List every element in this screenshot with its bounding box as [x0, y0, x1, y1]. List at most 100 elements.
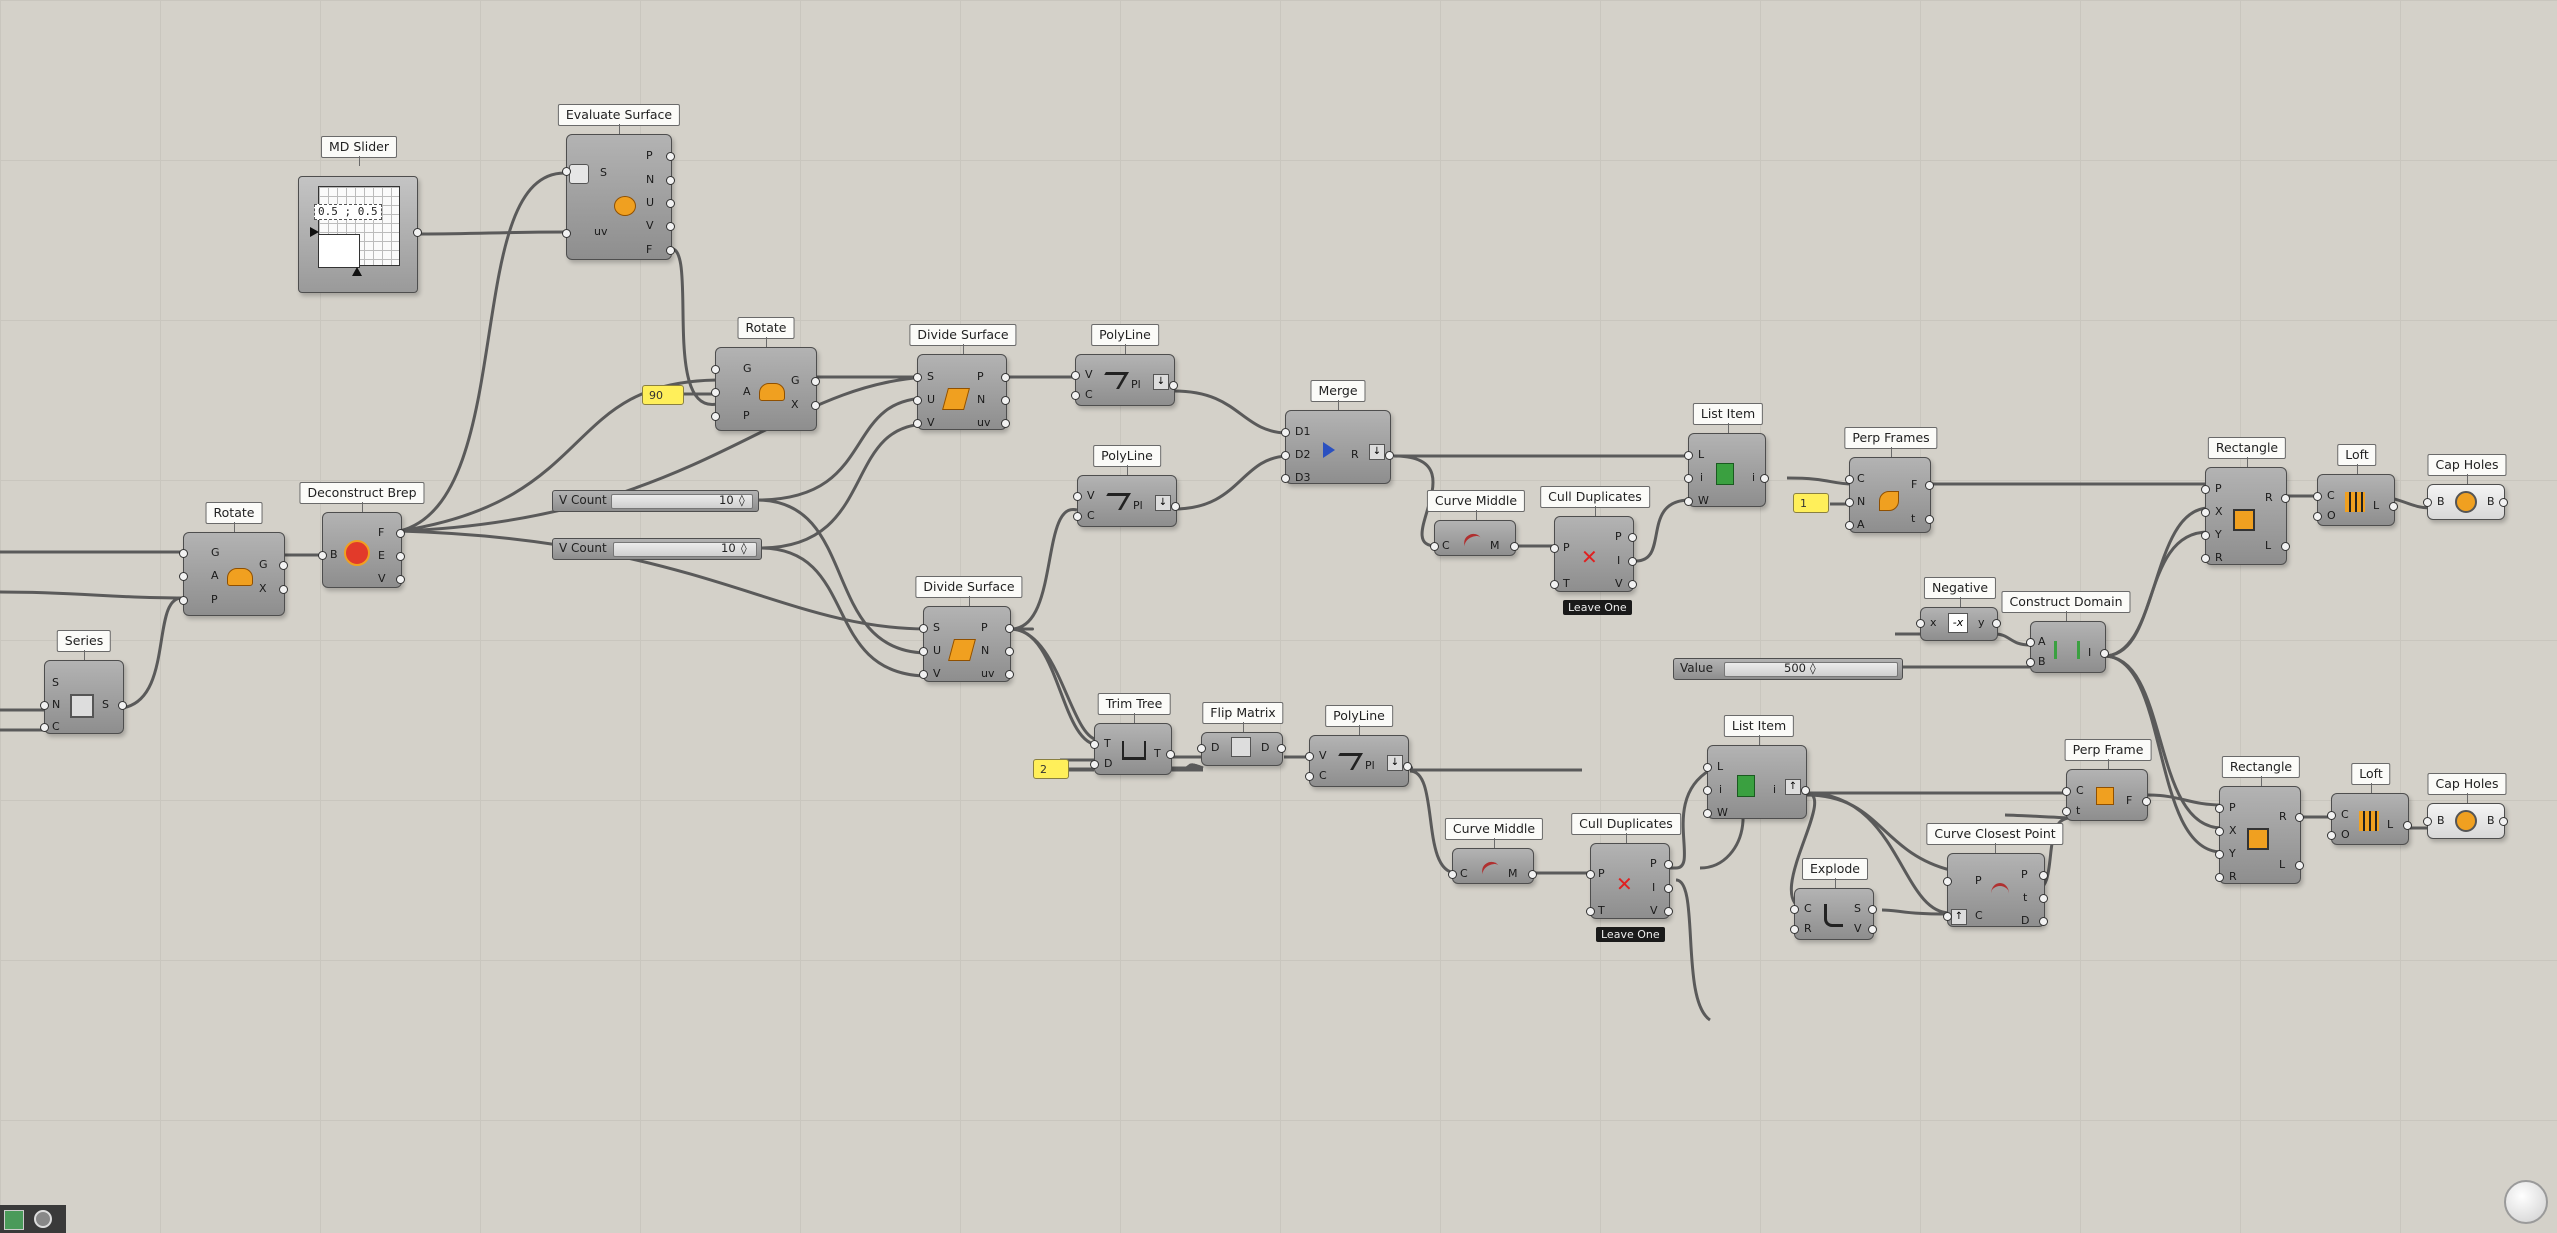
input-grip[interactable] [40, 701, 49, 710]
slider-track[interactable] [611, 494, 753, 509]
input-grip[interactable] [1305, 752, 1314, 761]
cull-duplicates[interactable]: Cull Duplicates P T P I V ✕ Leave One [1571, 813, 1681, 945]
input-grip[interactable] [1090, 740, 1099, 749]
cap-holes[interactable]: Cap Holes B B [2423, 454, 2508, 534]
input-grip[interactable] [1790, 905, 1799, 914]
trim-tree[interactable]: Trim Tree T D T [1090, 693, 1175, 785]
output-grip[interactable] [1664, 884, 1673, 893]
output-grip[interactable] [2403, 821, 2412, 830]
input-grip[interactable] [2215, 850, 2224, 859]
angle-panel[interactable]: 90 [642, 385, 684, 405]
perp-frames[interactable]: Perp Frames C N A F t [1844, 427, 1938, 543]
negative-component[interactable]: Negative x y -x [1916, 577, 2001, 653]
slider-knob-icon[interactable]: ◊ [739, 493, 745, 507]
input-grip[interactable] [2313, 492, 2322, 501]
input-grip[interactable] [179, 596, 188, 605]
input-grip[interactable] [1281, 451, 1290, 460]
cull-duplicates[interactable]: Cull Duplicates P T P I V ✕ Leave One [1540, 486, 1650, 618]
input-grip[interactable] [2026, 638, 2035, 647]
divide-surface[interactable]: Divide Surface S U V P N uv [915, 576, 1023, 694]
input-grip[interactable] [2423, 817, 2432, 826]
output-grip[interactable] [1664, 860, 1673, 869]
output-grip[interactable] [1001, 373, 1010, 382]
input-grip[interactable] [1943, 912, 1952, 921]
surface-param-toggle[interactable] [569, 164, 589, 184]
graft-icon[interactable]: ↑ [1951, 909, 1967, 925]
slider-track[interactable] [1724, 662, 1898, 677]
input-grip[interactable] [1916, 619, 1925, 628]
input-grip[interactable] [1586, 870, 1595, 879]
output-grip[interactable] [2295, 861, 2304, 870]
merge-component[interactable]: Merge D1 D2 D3 R ↓ [1281, 380, 1394, 496]
output-grip[interactable] [396, 575, 405, 584]
input-grip[interactable] [1684, 497, 1693, 506]
output-grip[interactable] [1628, 580, 1637, 589]
input-grip[interactable] [1943, 877, 1952, 886]
value-slider[interactable]: Value 500 ◊ [1673, 658, 1903, 680]
cap-holes[interactable]: Cap Holes B B [2423, 773, 2508, 853]
output-grip[interactable] [666, 176, 675, 185]
flatten-icon[interactable]: ↓ [1369, 444, 1385, 460]
navigation-ball-icon[interactable] [2504, 1180, 2548, 1224]
input-grip[interactable] [2215, 827, 2224, 836]
output-grip[interactable] [1166, 750, 1175, 759]
vcount-slider-1[interactable]: V Count 10 ◊ [552, 490, 759, 512]
output-grip[interactable] [118, 701, 127, 710]
output-grip[interactable] [1760, 474, 1769, 483]
input-grip[interactable] [1845, 475, 1854, 484]
curve-middle[interactable]: Curve Middle C M [1426, 490, 1526, 572]
output-grip[interactable] [2142, 797, 2151, 806]
input-grip[interactable] [2026, 658, 2035, 667]
perp-count-panel[interactable]: 1 [1793, 493, 1829, 513]
input-grip[interactable] [179, 572, 188, 581]
output-grip[interactable] [1925, 515, 1934, 524]
slider-track[interactable] [613, 542, 757, 557]
flatten-icon[interactable]: ↓ [1153, 374, 1169, 390]
md-slider[interactable]: MD Slider 0.5 ; 0.5 [298, 136, 422, 296]
input-grip[interactable] [562, 167, 571, 176]
output-grip[interactable] [413, 228, 422, 237]
input-grip[interactable] [913, 419, 922, 428]
grasshopper-canvas-icon[interactable] [4, 1210, 24, 1230]
output-grip[interactable] [1169, 381, 1178, 390]
input-grip[interactable] [1448, 870, 1457, 879]
graft-icon[interactable]: ↑ [1785, 779, 1801, 795]
output-grip[interactable] [1925, 481, 1934, 490]
output-grip[interactable] [1510, 542, 1519, 551]
input-grip[interactable] [1197, 744, 1206, 753]
deconstruct-brep[interactable]: Deconstruct Brep B F E V [299, 482, 425, 600]
output-grip[interactable] [666, 222, 675, 231]
rectangle-component[interactable]: Rectangle P X Y R R L [2215, 756, 2304, 892]
output-grip[interactable] [2100, 649, 2109, 658]
input-grip[interactable] [1845, 498, 1854, 507]
input-grip[interactable] [2062, 787, 2071, 796]
input-grip[interactable] [2201, 531, 2210, 540]
input-grip[interactable] [711, 388, 720, 397]
input-grip[interactable] [1430, 542, 1439, 551]
input-grip[interactable] [913, 396, 922, 405]
input-grip[interactable] [1550, 580, 1559, 589]
input-grip[interactable] [1703, 786, 1712, 795]
output-grip[interactable] [1628, 557, 1637, 566]
divide-surface[interactable]: Divide Surface S U V P N uv [909, 324, 1017, 442]
input-grip[interactable] [919, 670, 928, 679]
md-slider-handle[interactable] [318, 234, 360, 268]
output-grip[interactable] [2389, 502, 2398, 511]
input-grip[interactable] [2201, 508, 2210, 517]
output-grip[interactable] [1801, 786, 1810, 795]
loft-component[interactable]: Loft C O L [2327, 763, 2412, 855]
input-grip[interactable] [2313, 512, 2322, 521]
list-item[interactable]: List Item L i W i ↑ [1703, 715, 1811, 831]
output-grip[interactable] [666, 246, 675, 255]
output-grip[interactable] [2499, 817, 2508, 826]
input-grip[interactable] [40, 723, 49, 732]
polyline-component[interactable]: PolyLine V C Pl ↓ [1071, 324, 1178, 420]
output-grip[interactable] [1528, 870, 1537, 879]
input-grip[interactable] [1073, 492, 1082, 501]
rectangle-component[interactable]: Rectangle P X Y R R L [2201, 437, 2290, 573]
output-grip[interactable] [1664, 907, 1673, 916]
output-grip[interactable] [2039, 871, 2048, 880]
flatten-icon[interactable]: ↓ [1155, 495, 1171, 511]
curve-middle[interactable]: Curve Middle C M [1444, 818, 1544, 900]
polyline-component[interactable]: PolyLine V C Pl ↓ [1305, 705, 1412, 801]
